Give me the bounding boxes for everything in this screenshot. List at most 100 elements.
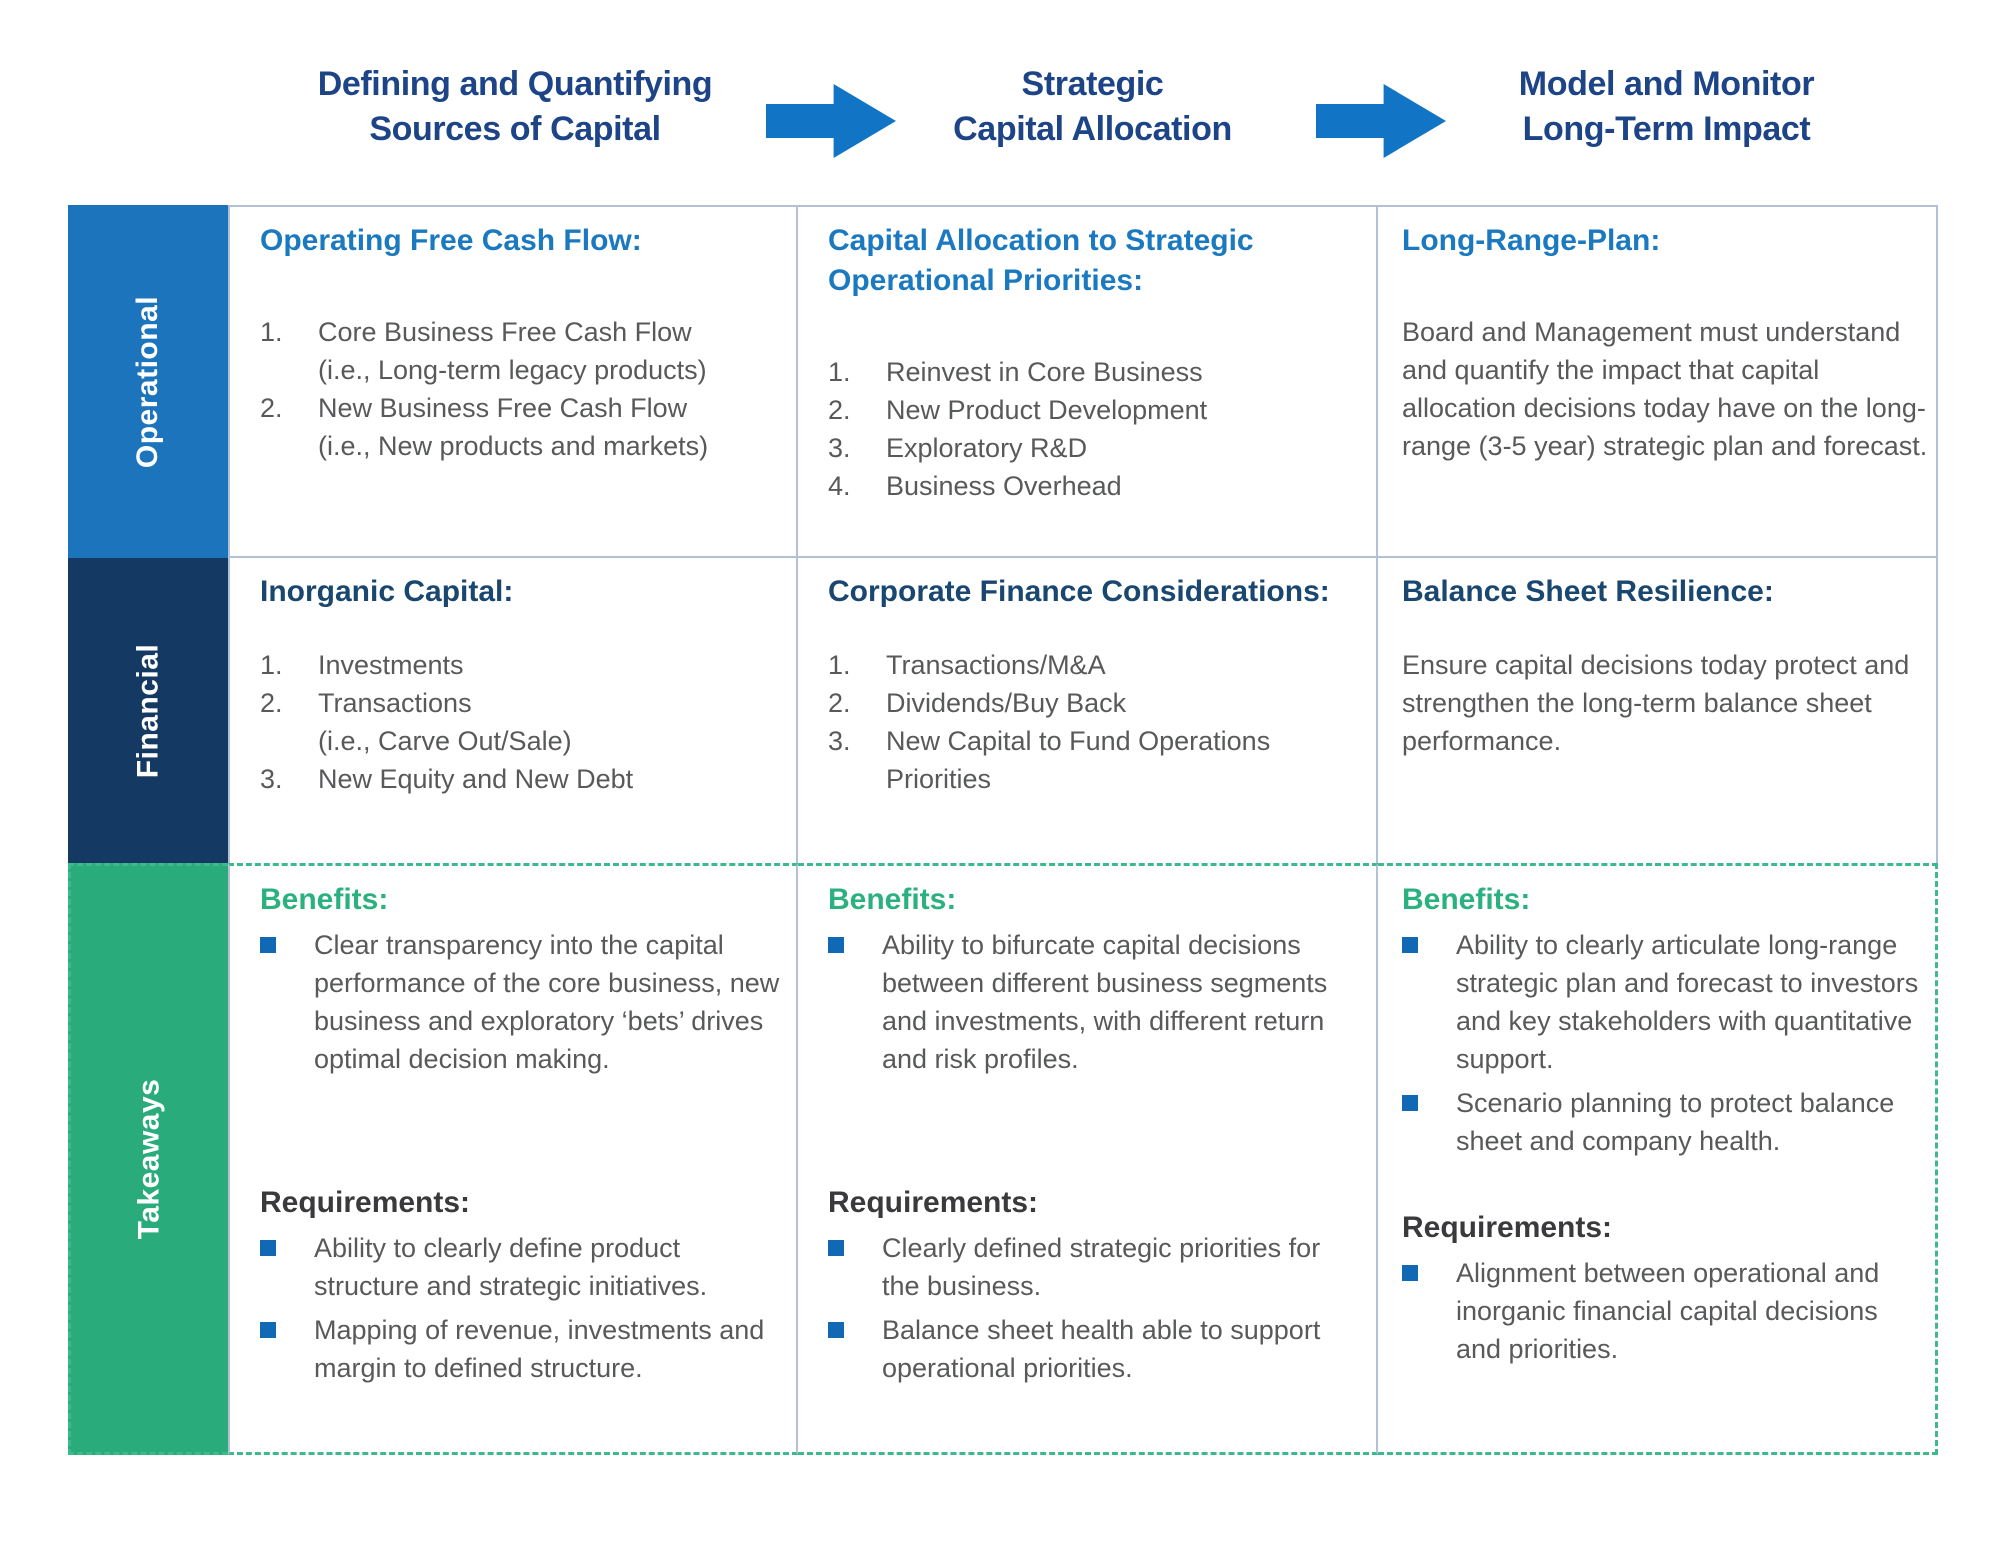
- bullet-text: Alignment between operational and inorga…: [1456, 1258, 1880, 1364]
- cell-heading: Long-Range-Plan:: [1402, 224, 1661, 257]
- cell-operational-sources: Operating Free Cash Flow: 1. Core Busine…: [228, 205, 798, 558]
- bullet-text: Mapping of revenue, investments and marg…: [314, 1315, 765, 1383]
- list-text: Transactions/M&A: [886, 650, 1106, 680]
- cell-paragraph: Ensure capital decisions today protect a…: [1402, 650, 1910, 756]
- list-item: 1. Core Business Free Cash Flow (i.e., L…: [260, 313, 780, 389]
- list-number: 1.: [828, 357, 851, 387]
- bullet-square-icon: [1402, 1095, 1418, 1111]
- phase-title-model-and-monitor: Model and Monitor Long-Term Impact: [1390, 62, 1943, 166]
- row-label-text: Operational: [131, 295, 165, 468]
- bullet-item: Mapping of revenue, investments and marg…: [260, 1311, 780, 1387]
- list-number: 3.: [828, 726, 851, 756]
- list-number: 1.: [260, 317, 283, 347]
- list-text: Exploratory R&D: [886, 433, 1088, 463]
- list-text: Core Business Free Cash Flow (i.e., Long…: [318, 317, 707, 385]
- bullet-square-icon: [1402, 937, 1418, 953]
- bullet-square-icon: [828, 937, 844, 953]
- cell-heading: Operating Free Cash Flow:: [260, 224, 642, 257]
- cell-financial-inorganic-capital: Inorganic Capital: 1. Investments 2. Tra…: [228, 558, 798, 863]
- row-label-text: Takeaways: [132, 1078, 166, 1240]
- bullet-item: Ability to clearly define product struct…: [260, 1229, 780, 1305]
- cell-takeaways-impact: Benefits: Ability to clearly articulate …: [1378, 863, 1938, 1455]
- list-text: Dividends/Buy Back: [886, 688, 1127, 718]
- list-text: New Equity and New Debt: [318, 764, 634, 794]
- phase-title-line: Defining and Quantifying: [317, 65, 713, 103]
- list-item: 3. Exploratory R&D: [828, 429, 1360, 467]
- bullet-item: Ability to bifurcate capital decisions b…: [828, 926, 1360, 1078]
- list-text: New Business Free Cash Flow (i.e., New p…: [318, 393, 709, 461]
- list-item: 1. Transactions/M&A: [828, 646, 1360, 684]
- bullet-square-icon: [828, 1322, 844, 1338]
- bullet-text: Scenario planning to protect balance she…: [1456, 1088, 1895, 1156]
- bullet-item: Balance sheet health able to support ope…: [828, 1311, 1360, 1387]
- list-item: 1. Reinvest in Core Business: [828, 353, 1360, 391]
- list-number: 3.: [260, 764, 283, 794]
- bullet-item: Scenario planning to protect balance she…: [1402, 1084, 1929, 1160]
- list-item: 2. Dividends/Buy Back: [828, 684, 1360, 722]
- list-item: 3. New Equity and New Debt: [260, 760, 780, 798]
- cell-heading: Corporate Finance Considerations:: [828, 575, 1330, 608]
- benefits-heading: Benefits:: [1402, 883, 1531, 916]
- bullet-text: Balance sheet health able to support ope…: [882, 1315, 1321, 1383]
- list-number: 1.: [260, 650, 283, 680]
- list-number: 2.: [260, 393, 283, 423]
- requirements-heading: Requirements:: [1402, 1211, 1613, 1244]
- benefits-heading: Benefits:: [828, 883, 957, 916]
- phase-title-line: Model and Monitor: [1518, 65, 1815, 103]
- bullet-text: Clear transparency into the capital perf…: [314, 930, 780, 1074]
- list-text: Investments: [318, 650, 464, 680]
- phase-title-line: Strategic: [1021, 65, 1164, 103]
- list-item: 2. Transactions (i.e., Carve Out/Sale): [260, 684, 780, 760]
- cell-paragraph: Board and Management must understand and…: [1402, 317, 1928, 461]
- bullet-item: Clearly defined strategic priorities for…: [828, 1229, 1360, 1305]
- requirements-heading: Requirements:: [260, 1186, 471, 1219]
- list-number: 2.: [828, 395, 851, 425]
- bullet-item: Alignment between operational and inorga…: [1402, 1254, 1929, 1368]
- list-number: 3.: [828, 433, 851, 463]
- list-item: 4. Business Overhead: [828, 467, 1360, 505]
- phase-title-line: Sources of Capital: [369, 110, 661, 148]
- bullet-text: Clearly defined strategic priorities for…: [882, 1233, 1321, 1301]
- row-label-operational: Operational: [68, 205, 228, 558]
- phase-title-strategic-capital-allocation: Strategic Capital Allocation: [800, 62, 1385, 166]
- bullet-square-icon: [828, 1240, 844, 1256]
- phase-title-sources-of-capital: Defining and Quantifying Sources of Capi…: [225, 62, 805, 166]
- cell-operational-long-range-plan: Long-Range-Plan: Board and Management mu…: [1378, 205, 1938, 558]
- cell-heading: Inorganic Capital:: [260, 575, 514, 608]
- list-number: 4.: [828, 471, 851, 501]
- cell-takeaways-allocation: Benefits: Ability to bifurcate capital d…: [798, 863, 1378, 1455]
- list-number: 1.: [828, 650, 851, 680]
- list-number: 2.: [260, 688, 283, 718]
- framework-table: Operational Operating Free Cash Flow: 1.…: [68, 205, 1938, 1455]
- bullet-item: Clear transparency into the capital perf…: [260, 926, 780, 1078]
- cell-takeaways-sources: Benefits: Clear transparency into the ca…: [228, 863, 798, 1455]
- benefits-heading: Benefits:: [260, 883, 389, 916]
- list-item: 2. New Product Development: [828, 391, 1360, 429]
- bullet-square-icon: [1402, 1265, 1418, 1281]
- requirements-heading: Requirements:: [828, 1186, 1039, 1219]
- phase-title-line: Long-Term Impact: [1522, 110, 1811, 148]
- cell-financial-balance-sheet: Balance Sheet Resilience: Ensure capital…: [1378, 558, 1938, 863]
- list-number: 2.: [828, 688, 851, 718]
- list-text: Reinvest in Core Business: [886, 357, 1203, 387]
- bullet-square-icon: [260, 1240, 276, 1256]
- bullet-text: Ability to bifurcate capital decisions b…: [882, 930, 1328, 1074]
- row-label-text: Financial: [130, 643, 164, 778]
- list-text: New Product Development: [886, 395, 1208, 425]
- phase-title-line: Capital Allocation: [953, 110, 1232, 148]
- cell-operational-allocation: Capital Allocation to Strategic Operatio…: [798, 205, 1378, 558]
- bullet-item: Ability to clearly articulate long-range…: [1402, 926, 1929, 1078]
- bullet-square-icon: [260, 937, 276, 953]
- list-text: Business Overhead: [886, 471, 1122, 501]
- list-item: 1. Investments: [260, 646, 780, 684]
- bullet-text: Ability to clearly define product struct…: [314, 1233, 708, 1301]
- row-label-financial: Financial: [68, 558, 228, 863]
- list-text: Transactions (i.e., Carve Out/Sale): [318, 688, 572, 756]
- bullet-square-icon: [260, 1322, 276, 1338]
- list-text: New Capital to Fund Operations Prioritie…: [886, 726, 1271, 794]
- bullet-text: Ability to clearly articulate long-range…: [1456, 930, 1919, 1074]
- cell-heading: Balance Sheet Resilience:: [1402, 575, 1774, 608]
- row-label-takeaways: Takeaways: [68, 863, 228, 1455]
- list-item: 3. New Capital to Fund Operations Priori…: [828, 722, 1360, 798]
